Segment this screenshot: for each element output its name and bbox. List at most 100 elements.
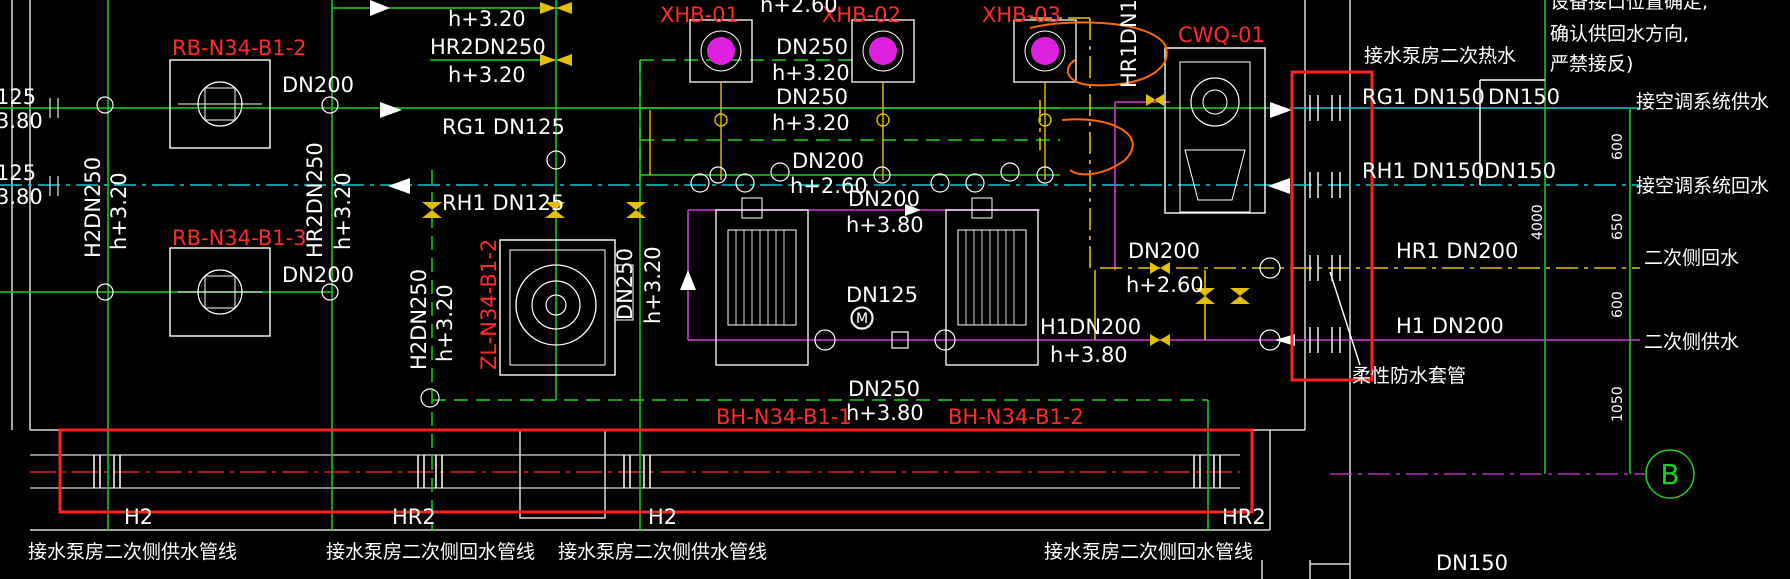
label-secondary-supply: 二次侧供水 (1644, 331, 1739, 353)
dim-label: 1050 (1610, 386, 1626, 422)
label-h2: H2 (648, 505, 677, 529)
label-pipe: DN200 (848, 187, 920, 211)
label-pipe: DN250 (776, 85, 848, 109)
valves (422, 2, 1250, 346)
grid-axis-b: B (1330, 449, 1695, 499)
equipment-bh-n34-b1-2[interactable] (945, 197, 1039, 366)
label-bottom-supply: 接水泵房二次侧供水管线 (558, 541, 767, 563)
label-pipe: DN250 (613, 248, 637, 320)
label-pipe: HR1DN150 (1117, 0, 1141, 88)
label-clipped: 3.80 (0, 109, 43, 133)
fittings (96, 96, 1281, 408)
pump-xhb-01[interactable] (689, 19, 753, 83)
label-pipe: DN250 (848, 377, 920, 401)
svg-text:M: M (856, 311, 868, 327)
label-pipe: H1DN200 (1040, 315, 1141, 339)
label-pipe: DN150 (1484, 159, 1556, 183)
label-bottom-return: 接水泵房二次侧回水管线 (326, 541, 535, 563)
label-elev: h+3.80 (846, 213, 924, 237)
pump-xhb-02[interactable] (851, 19, 915, 83)
label-bh-2: BH-N34-B1-2 (948, 405, 1084, 429)
label-elev: h+2.60 (790, 174, 868, 198)
label-xhb-03: XHB-03 (982, 3, 1061, 27)
label-pipe: H2DN250 (407, 269, 431, 370)
dashed-pipes (432, 59, 1208, 401)
label-elev: h+3.80 (1050, 343, 1128, 367)
label-pipe: RG1 DN125 (442, 115, 565, 139)
review-box-bottom (58, 428, 1254, 514)
label-clipped: 125 (0, 85, 36, 109)
label-pipe: H2DN250 (81, 157, 105, 258)
label-pipe: RH1 DN150 (1362, 159, 1484, 183)
label-elev: h+3.20 (772, 111, 850, 135)
label-pipe: DN150 (1436, 551, 1508, 575)
dim-label: 650 (1610, 213, 1626, 240)
label-clipped: 125 (0, 161, 36, 185)
label-elev: h+2.60 (760, 0, 838, 17)
heat-loop (687, 101, 1290, 341)
label-clipped: 3.80 (0, 185, 43, 209)
label-elev: h+3.20 (331, 172, 355, 250)
label-xhb-02: XHB-02 (822, 3, 901, 27)
label-secondary-return: 二次侧回水 (1644, 247, 1739, 269)
yellow-drops (1094, 270, 1206, 340)
label-pipe: HR2DN250 (430, 35, 546, 59)
motor-icon: M (851, 307, 873, 329)
right-wall-sleeves (1309, 95, 1361, 366)
pump-drops (649, 82, 1052, 180)
label-elev: h+3.80 (846, 401, 924, 425)
label-pipe: DN200 (792, 149, 864, 173)
label-to-ac-supply: 接空调系统供水 (1636, 91, 1769, 113)
label-hr2: HR2 (392, 505, 436, 529)
secondary-lines (1030, 17, 1640, 270)
right-outgoing (1290, 0, 1640, 474)
label-sleeve: 柔性防水套管 (1352, 365, 1466, 387)
note-line-1: 设备接口位置确定, (1550, 0, 1708, 13)
equipment-cwq-01[interactable] (1164, 47, 1266, 214)
label-hr2: HR2 (1222, 505, 1266, 529)
dim-label: 600 (1610, 291, 1626, 318)
equipment-rb-n34-b1-2[interactable] (169, 59, 271, 149)
label-pipe: RG1 DN150 (1362, 85, 1485, 109)
label-pipe: HR1 DN200 (1396, 239, 1518, 263)
label-pipe: DN150 (1488, 85, 1560, 109)
flow-arrows (370, 0, 1295, 346)
label-bh-1: BH-N34-B1-1 (716, 405, 852, 429)
wall-sleeves (93, 455, 1221, 488)
equipment-bh-n34-b1-1[interactable] (715, 197, 809, 366)
left-pipe-stubs (49, 98, 59, 196)
label-bottom-supply: 接水泵房二次侧供水管线 (28, 541, 237, 563)
label-rb-2: RB-N34-B1-2 (172, 36, 307, 60)
dim-label: 600 (1610, 133, 1626, 160)
label-elev: h+3.20 (641, 246, 665, 324)
note-line-3: 严禁接反) (1550, 53, 1633, 75)
label-cwq-01: CWQ-01 (1178, 23, 1265, 47)
label-pipe: DN125 (846, 283, 918, 307)
label-pipe: DN200 (282, 263, 354, 287)
label-pipe: DN250 (776, 35, 848, 59)
label-bottom-return: 接水泵房二次侧回水管线 (1044, 541, 1253, 563)
label-xhb-01: XHB-01 (660, 3, 739, 27)
review-box-right (1290, 70, 1374, 382)
label-pipe: RH1 DN125 (442, 191, 564, 215)
label-elev: h+3.20 (772, 61, 850, 85)
label-to-ac-return: 接空调系统回水 (1636, 175, 1769, 197)
axis-b-label: B (1660, 458, 1679, 491)
orange-markup (1029, 21, 1168, 176)
label-elev: h+3.20 (448, 7, 526, 31)
pump-xhb-03[interactable] (1013, 19, 1077, 83)
label-heat-room: 接水泵房二次热水 (1364, 45, 1516, 67)
label-pipe: DN200 (1128, 239, 1200, 263)
equipment-rb-n34-b1-3[interactable] (169, 247, 271, 337)
label-zl: ZL-N34-B1-2 (477, 239, 501, 370)
note-line-2: 确认供回水方向, (1550, 23, 1689, 45)
label-elev: h+2.60 (1126, 273, 1204, 297)
label-elev: h+3.20 (107, 172, 131, 250)
equipment-zl-n34-b1-2[interactable] (499, 239, 634, 376)
label-rb-3: RB-N34-B1-3 (172, 226, 307, 250)
dim-label: 4000 (1530, 204, 1546, 240)
label-h2: H2 (124, 505, 153, 529)
label-pipe: DN200 (282, 73, 354, 97)
